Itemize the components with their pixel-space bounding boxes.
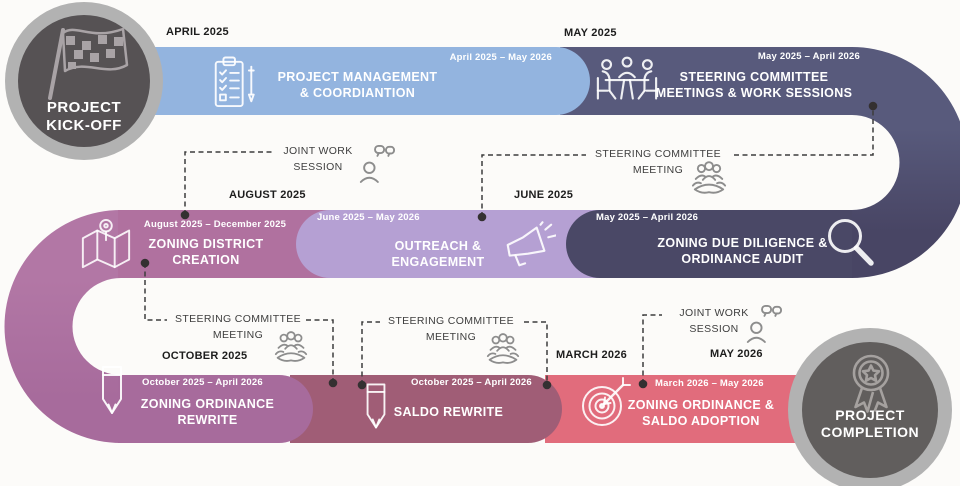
phase-title-outreach: OUTREACH &ENGAGEMENT xyxy=(391,239,485,269)
checkered-flag-icon xyxy=(48,27,129,100)
month-label-may-2025: MAY 2025 xyxy=(564,27,617,39)
people-group-icon xyxy=(691,161,727,194)
phase-title-adoption: ZONING ORDINANCE &SALDO ADOPTION xyxy=(627,398,775,428)
connector-dots xyxy=(140,101,878,390)
connector-steering-1-left xyxy=(481,154,586,217)
clipboard-checklist-icon xyxy=(214,56,255,108)
people-group-icon xyxy=(274,331,308,362)
phase-date-zoning-due-diligence: May 2025 – April 2026 xyxy=(596,212,699,223)
meeting-table-icon xyxy=(596,56,658,100)
month-label-may-2026: MAY 2026 xyxy=(710,348,763,360)
person-speech-icon xyxy=(359,144,395,183)
person-speech-icon xyxy=(746,304,782,343)
people-group-icon xyxy=(486,333,520,364)
magnifier-icon xyxy=(828,219,874,266)
phase-date-project-management: April 2025 – May 2026 xyxy=(449,52,552,63)
month-label-march-2026: MARCH 2026 xyxy=(556,349,627,361)
phase-date-zoning-district: August 2025 – December 2025 xyxy=(143,219,287,230)
track-segment-zoning-ordinance-rewrite xyxy=(118,375,313,443)
pencil-icon xyxy=(102,366,122,414)
connector-steering-3-left xyxy=(361,321,380,385)
connector-joint-work-2 xyxy=(642,314,662,384)
phase-title-saldo-rewrite: SALDO REWRITE xyxy=(393,405,504,419)
phase-date-adoption: March 2026 – May 2026 xyxy=(655,378,764,389)
phase-title-project-management: PROJECT MANAGEMENT& COORDIANTION xyxy=(277,70,438,100)
month-label-april-2025: APRIL 2025 xyxy=(166,26,229,38)
target-dart-icon xyxy=(582,377,631,426)
pencil-icon xyxy=(366,383,386,429)
phase-title-zoning-due-diligence: ZONING DUE DILIGENCE &ORDINANCE AUDIT xyxy=(657,236,828,266)
connector-steering-1-right xyxy=(734,106,874,156)
megaphone-icon xyxy=(506,221,556,267)
phase-date-zoning-rewrite: October 2025 – April 2026 xyxy=(142,377,263,388)
phase-date-steering-committee: May 2025 – April 2026 xyxy=(757,51,860,62)
month-label-june-2025: JUNE 2025 xyxy=(514,189,574,201)
track-left-uturn xyxy=(4,210,129,443)
track-segment-project-management xyxy=(152,47,590,115)
track-segment-outreach-engagement xyxy=(296,210,620,278)
track-segment-zoning-due-diligence xyxy=(566,210,852,278)
connector-steering-3-right xyxy=(524,321,548,385)
connector-steering-2-left xyxy=(144,263,167,321)
award-ribbon-icon xyxy=(852,354,890,413)
track-segment-saldo-rewrite xyxy=(290,375,562,443)
connector-steering-2-right xyxy=(306,319,334,383)
map-pin-icon xyxy=(81,218,131,269)
phase-date-outreach: June 2025 – May 2026 xyxy=(317,212,420,223)
phase-date-saldo-rewrite: October 2025 – April 2026 xyxy=(411,377,532,388)
connector-joint-work-1 xyxy=(184,151,272,215)
month-label-october-2025: OCTOBER 2025 xyxy=(162,350,248,362)
month-label-august-2025: AUGUST 2025 xyxy=(229,189,306,201)
